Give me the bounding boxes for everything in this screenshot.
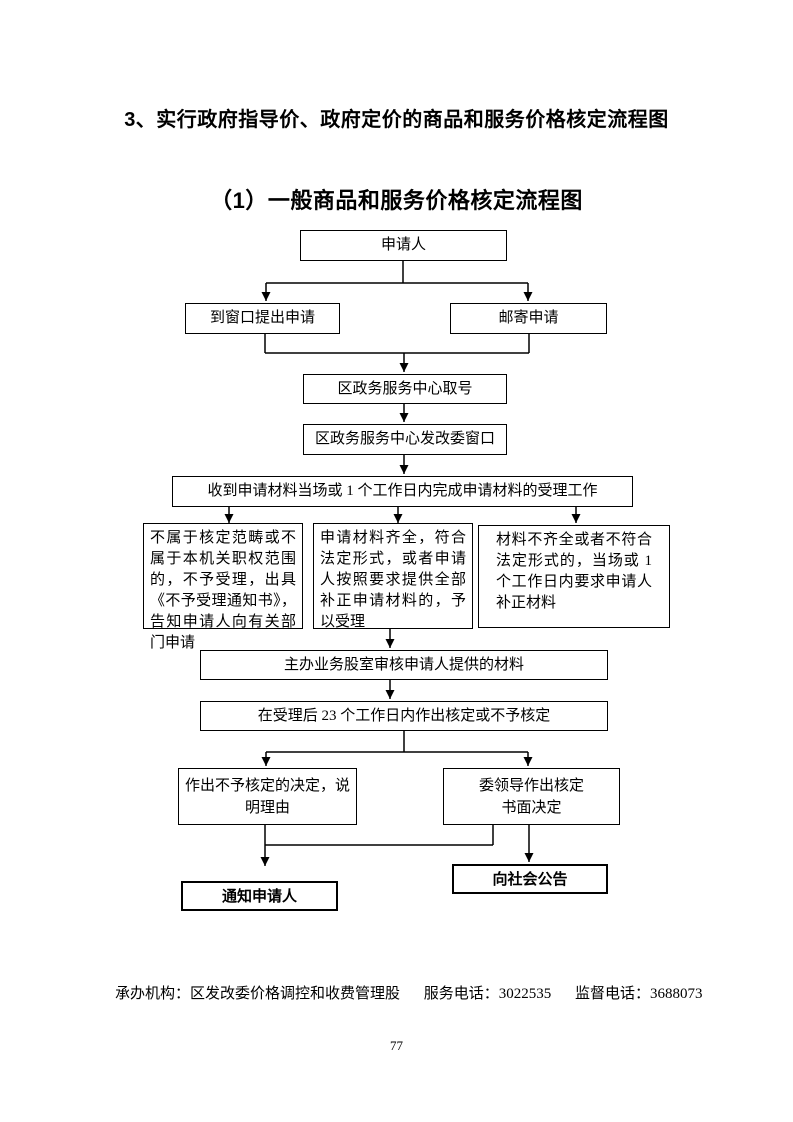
flow-node-mail-application: 邮寄申请 (450, 303, 607, 334)
flow-node-acceptance: 收到申请材料当场或 1 个工作日内完成申请材料的受理工作 (172, 476, 633, 507)
footer-supervision-phone: 监督电话：3688073 (575, 986, 703, 1002)
flow-node-materials-complete: 申请材料齐全，符合法定形式，或者申请人按照要求提供全部补正申请材料的，予以受理 (313, 523, 473, 630)
footer-agency: 承办机构：区发改委价格调控和收费管理股 (115, 986, 401, 1002)
page-title: 3、实行政府指导价、政府定价的商品和服务价格核定流程图 (124, 109, 669, 131)
flow-node-applicant: 申请人 (300, 230, 507, 261)
flow-node-not-in-scope: 不属于核定范畴或不属于本机关职权范围的，不予受理，出具《不予受理通知书》，告知申… (143, 523, 303, 651)
flow-node-materials-incomplete: 材料不齐全或者不符合法定形式的，当场或 1 个工作日内要求申请人补正材料 (478, 525, 670, 628)
section-title: （1）一般商品和服务价格核定流程图 (210, 188, 583, 213)
flow-node-rejection-decision: 作出不予核定的决定，说 明理由 (178, 768, 357, 825)
flow-node-leader-decision: 委领导作出核定 书面决定 (443, 768, 620, 825)
flow-node-review: 主办业务股室审核申请人提供的材料 (200, 650, 608, 680)
flow-node-decision-deadline: 在受理后 23 个工作日内作出核定或不予核定 (200, 701, 608, 731)
flow-node-notify-applicant: 通知申请人 (181, 881, 338, 911)
page-number: 77 (390, 1038, 403, 1053)
flow-node-public-announcement: 向社会公告 (452, 864, 608, 894)
footer-service-phone: 服务电话：3022535 (423, 986, 552, 1002)
flow-node-take-number: 区政务服务中心取号 (303, 374, 507, 404)
flow-node-window-application: 到窗口提出申请 (185, 303, 340, 334)
flow-node-ndrc-window: 区政务服务中心发改委窗口 (303, 424, 507, 455)
footer-info: 承办机构：区发改委价格调控和收费管理股 服务电话：3022535 监督电话：36… (115, 982, 703, 1003)
